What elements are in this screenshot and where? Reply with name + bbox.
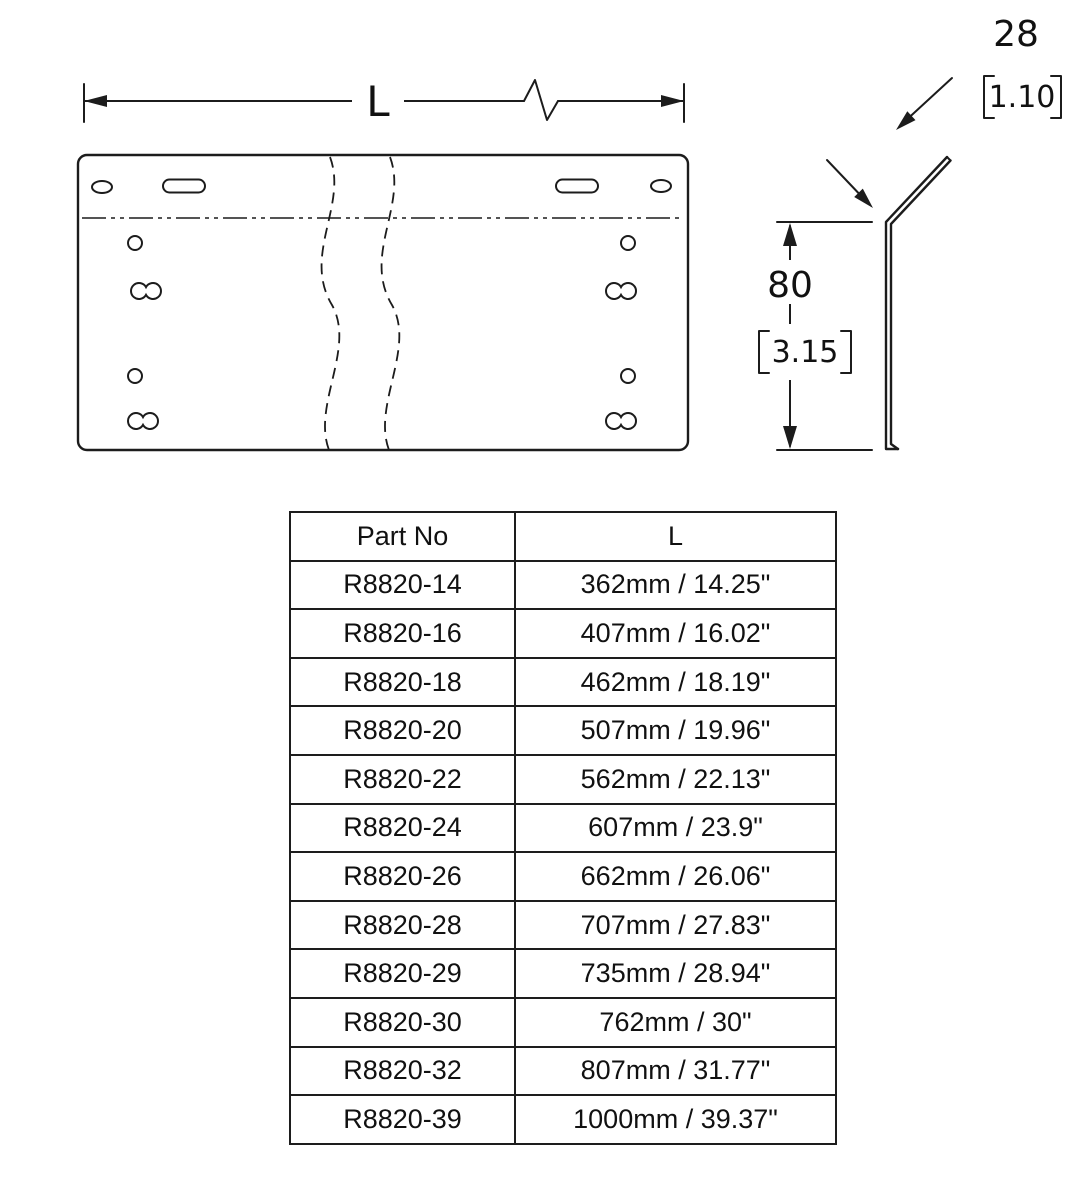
side-view: 80 3.15 28 1.10 (750, 14, 1062, 451)
table-row: R8820-32 807mm / 31.77" (289, 1045, 837, 1097)
part-no-cell: R8820-24 (289, 802, 516, 854)
part-no-cell: R8820-18 (289, 656, 516, 708)
hole-oval (650, 179, 672, 193)
length-cell: 507mm / 19.96" (514, 705, 837, 756)
bend-arrow-icon (854, 188, 873, 208)
part-no-cell: R8820-16 (289, 608, 516, 659)
hole-double (126, 412, 160, 430)
length-cell: 362mm / 14.25" (514, 559, 837, 611)
table-header-row: Part No L (289, 511, 837, 562)
flange-dim-in: 1.10 (989, 80, 1056, 115)
table-row: R8820-22 562mm / 22.13" (289, 753, 837, 805)
hole-round (620, 235, 636, 251)
dim-arrow-left-icon (84, 95, 107, 107)
part-no-cell: R8820-30 (289, 996, 516, 1048)
length-cell: 807mm / 31.77" (514, 1045, 837, 1097)
part-no-cell: R8820-14 (289, 559, 516, 611)
part-no-cell: R8820-32 (289, 1045, 516, 1097)
length-dimension: L (83, 74, 685, 126)
hole-double (604, 282, 638, 300)
profile-outline (884, 155, 952, 451)
dim-arrow-down-icon (783, 426, 797, 449)
bracket-right-icon (840, 330, 852, 374)
dim-arrow-up-icon (783, 223, 797, 246)
length-cell: 762mm / 30" (514, 996, 837, 1048)
hole-round (127, 235, 143, 251)
flange-dimension (826, 77, 953, 208)
plate-outline (76, 153, 690, 452)
table-row: R8820-28 707mm / 27.83" (289, 899, 837, 951)
table-row: R8820-16 407mm / 16.02" (289, 608, 837, 659)
height-dim-mm: 80 (767, 265, 813, 306)
header-length: L (514, 511, 837, 562)
technical-drawing: L (76, 14, 1062, 452)
length-cell: 407mm / 16.02" (514, 608, 837, 659)
table-row: R8820-29 735mm / 28.94" (289, 948, 837, 999)
part-no-cell: R8820-22 (289, 753, 516, 805)
length-cell: 607mm / 23.9" (514, 802, 837, 854)
hole-oval (91, 180, 113, 194)
hole-double (129, 282, 163, 300)
flange-arrow-icon (896, 111, 916, 130)
hole-slot (555, 178, 599, 194)
table-row: R8820-18 462mm / 18.19" (289, 656, 837, 708)
part-no-cell: R8820-29 (289, 948, 516, 999)
dim-arrow-right-icon (661, 95, 684, 107)
table-row: R8820-24 607mm / 23.9" (289, 802, 837, 854)
part-no-cell: R8820-28 (289, 899, 516, 951)
length-cell: 707mm / 27.83" (514, 899, 837, 951)
length-cell: 662mm / 26.06" (514, 851, 837, 902)
part-no-cell: R8820-26 (289, 851, 516, 902)
part-no-cell: R8820-20 (289, 705, 516, 756)
length-cell: 462mm / 18.19" (514, 656, 837, 708)
flange-dimension-labels: 28 1.10 (983, 14, 1062, 119)
front-view: L (76, 74, 690, 452)
bracket-left-icon (758, 330, 770, 374)
hole-round (620, 368, 636, 384)
table-row: R8820-39 1000mm / 39.37" (289, 1094, 837, 1145)
length-dim-label: L (366, 77, 390, 126)
length-cell: 1000mm / 39.37" (514, 1094, 837, 1145)
table-row: R8820-26 662mm / 26.06" (289, 851, 837, 902)
flange-dim-mm: 28 (993, 14, 1039, 55)
hole-round (127, 368, 143, 384)
height-dimension: 80 3.15 (750, 221, 873, 451)
height-dim-in: 3.15 (772, 335, 839, 370)
table-row: R8820-20 507mm / 19.96" (289, 705, 837, 756)
break-line (320, 156, 341, 451)
hole-slot (162, 178, 206, 194)
bracket-right-icon (1050, 75, 1062, 119)
table-row: R8820-14 362mm / 14.25" (289, 559, 837, 611)
length-cell: 562mm / 22.13" (514, 753, 837, 805)
length-cell: 735mm / 28.94" (514, 948, 837, 999)
parts-table: Part No L R8820-14 362mm / 14.25" R8820-… (289, 511, 837, 1145)
header-part-no: Part No (289, 511, 516, 562)
plate-holes (91, 178, 672, 430)
bracket-left-icon (983, 75, 995, 119)
table-row: R8820-30 762mm / 30" (289, 996, 837, 1048)
break-line (380, 156, 401, 451)
hole-double (604, 412, 638, 430)
part-no-cell: R8820-39 (289, 1094, 516, 1145)
